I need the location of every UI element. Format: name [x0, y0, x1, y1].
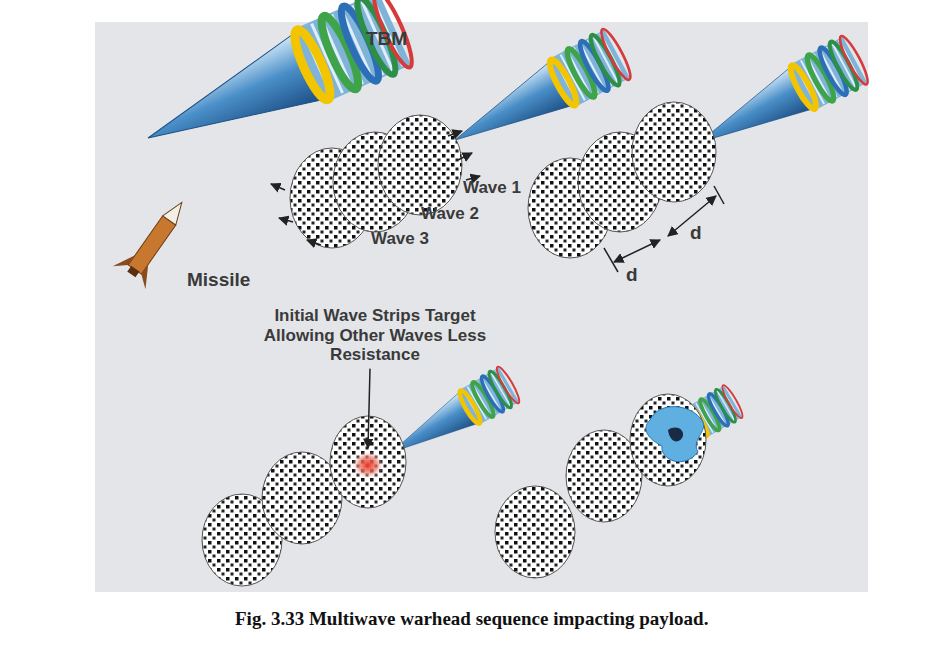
fragment-wave [202, 416, 406, 586]
callout-note: Initial Wave Strips Target Allowing Othe… [250, 306, 500, 365]
damaged-payload [668, 428, 683, 442]
damaged-payload [646, 407, 704, 462]
wave-label: Wave 2 [421, 204, 479, 224]
part-name: TBM [366, 28, 407, 50]
wave-label: Wave 3 [371, 229, 429, 249]
fragment-wave [528, 102, 716, 258]
missile-icon [113, 191, 199, 289]
dimension-label: d [626, 264, 638, 286]
dimension-label: d [690, 222, 702, 244]
figure-caption: Fig. 3.33 Multiwave warhead sequence imp… [235, 608, 708, 630]
leader-line [368, 369, 370, 448]
wave-label: Wave 1 [463, 178, 521, 198]
fragment-wave [495, 394, 706, 578]
dimension-line [604, 186, 724, 272]
part-name: Missile [187, 269, 250, 291]
impact-glow [352, 451, 384, 479]
fragment-wave [290, 115, 462, 248]
motion-arrow [271, 131, 480, 245]
